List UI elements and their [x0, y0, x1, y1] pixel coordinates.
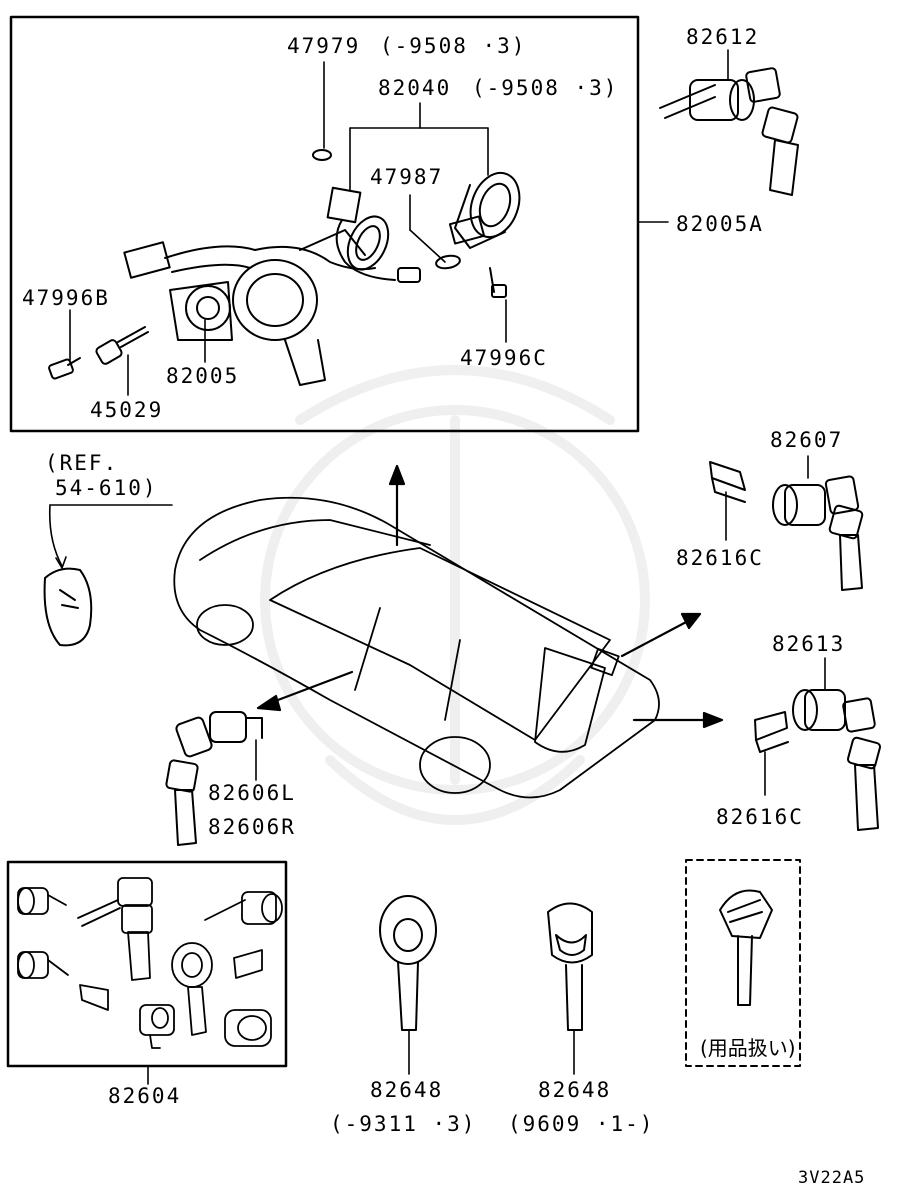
label-47979: 47979 — [287, 34, 361, 58]
label-47996B: 47996B — [22, 286, 110, 310]
leader-lines-top — [69, 61, 669, 396]
diagram-code: 3V22A5 — [798, 1168, 866, 1188]
lock-set-82604-parts — [17, 877, 283, 1049]
label-82648-a-note: (-9311 ·3) — [330, 1112, 477, 1136]
label-82005A: 82005A — [676, 212, 764, 236]
label-82612: 82612 — [686, 25, 760, 49]
set-box-82604 — [6, 860, 288, 1068]
key-82648-a — [379, 895, 437, 1031]
door-cylinder-82606 — [165, 711, 263, 846]
label-82616C-bottom: 82616C — [716, 805, 804, 829]
ignition-switch-assembly-82005 — [123, 186, 421, 386]
clip-82616C-bottom — [754, 711, 789, 753]
ref-cover-54-610 — [43, 567, 93, 647]
label-82648-b-note: (9609 ·1-) — [508, 1112, 655, 1136]
label-45029: 45029 — [90, 398, 164, 422]
label-82616C-top: 82616C — [676, 546, 764, 570]
label-47979-note: (-9508 ·3) — [380, 34, 527, 58]
label-82606L: 82606L — [208, 781, 296, 805]
label-82604: 82604 — [108, 1084, 182, 1108]
label-82005: 82005 — [166, 364, 240, 388]
label-47996C: 47996C — [460, 346, 548, 370]
label-accessory-note: (用品扱い) — [700, 1036, 796, 1060]
assembly-box-82005A — [9, 15, 640, 433]
watermark-emblem — [260, 365, 650, 825]
label-82040-note: (-9508 ·3) — [472, 76, 619, 100]
steering-lock-cover-82040 — [448, 172, 521, 249]
label-82648-a: 82648 — [370, 1078, 444, 1102]
leader-ref — [48, 504, 173, 569]
key-82648-b — [547, 902, 593, 1031]
label-82648-b: 82648 — [538, 1078, 612, 1102]
label-82607: 82607 — [770, 428, 844, 452]
accessory-box — [685, 859, 801, 1067]
label-82040: 82040 — [378, 76, 452, 100]
clip-82616C-top — [709, 461, 746, 503]
car-arrows — [256, 464, 724, 729]
label-82613: 82613 — [772, 632, 846, 656]
label-82606R: 82606R — [208, 815, 296, 839]
screw-47996B — [48, 357, 81, 380]
bulb-47987 — [435, 254, 461, 270]
screw-47996C — [489, 267, 507, 298]
tailgate-cylinder-82607 — [772, 475, 864, 591]
label-47987: 47987 — [370, 165, 444, 189]
trunk-cylinder-82613 — [792, 689, 881, 831]
washer-47979 — [312, 149, 332, 161]
label-ref-line2: 54-610) — [55, 476, 158, 500]
key-accessory — [719, 889, 773, 1006]
vehicle-wagon — [173, 496, 660, 799]
bolt-45029 — [95, 326, 149, 365]
key-cylinder-82612 — [659, 67, 799, 196]
label-ref-line1: (REF. — [45, 451, 119, 475]
